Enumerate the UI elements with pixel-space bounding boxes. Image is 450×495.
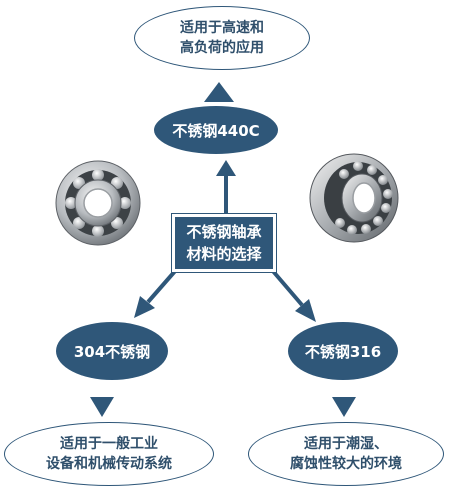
- connector-center-to-right: [270, 268, 304, 307]
- application-right-line1: 适用于潮湿、: [304, 436, 388, 452]
- center-topic-box: 不锈钢轴承 材料的选择: [172, 214, 276, 272]
- application-right-line2: 腐蚀性较大的环境: [290, 456, 402, 472]
- arrowhead-left-material: [134, 296, 155, 318]
- arrowhead-right-application: [332, 397, 356, 417]
- material-304: 304不锈钢: [56, 322, 168, 380]
- application-left-line1: 适用于一般工业: [60, 436, 158, 452]
- application-top-line1: 适用于高速和: [180, 20, 264, 36]
- deep-groove-ball-bearing-image: [55, 160, 141, 246]
- arrowhead-left-application: [90, 397, 114, 417]
- arrowhead-top-material: [216, 160, 236, 176]
- arrowhead-top-application: [204, 82, 234, 102]
- application-top: 适用于高速和 高负荷的应用: [134, 6, 310, 70]
- application-right: 适用于潮湿、 腐蚀性较大的环境: [248, 422, 444, 486]
- connector-center-to-left: [146, 268, 178, 304]
- center-topic-line1: 不锈钢轴承: [186, 223, 262, 241]
- application-left-line2: 设备和机械传动系统: [46, 456, 172, 472]
- self-aligning-ball-bearing-image: [309, 153, 399, 243]
- material-440c-label: 不锈钢440C: [172, 121, 260, 140]
- application-top-line2: 高负荷的应用: [180, 40, 264, 56]
- application-left: 适用于一般工业 设备和机械传动系统: [4, 422, 214, 486]
- material-316-label: 不锈钢316: [304, 342, 382, 361]
- center-topic-line2: 材料的选择: [186, 245, 262, 263]
- material-440c: 不锈钢440C: [154, 106, 278, 154]
- material-304-label: 304不锈钢: [73, 342, 151, 361]
- arrowhead-right-material: [295, 299, 316, 322]
- material-316: 不锈钢316: [288, 322, 398, 380]
